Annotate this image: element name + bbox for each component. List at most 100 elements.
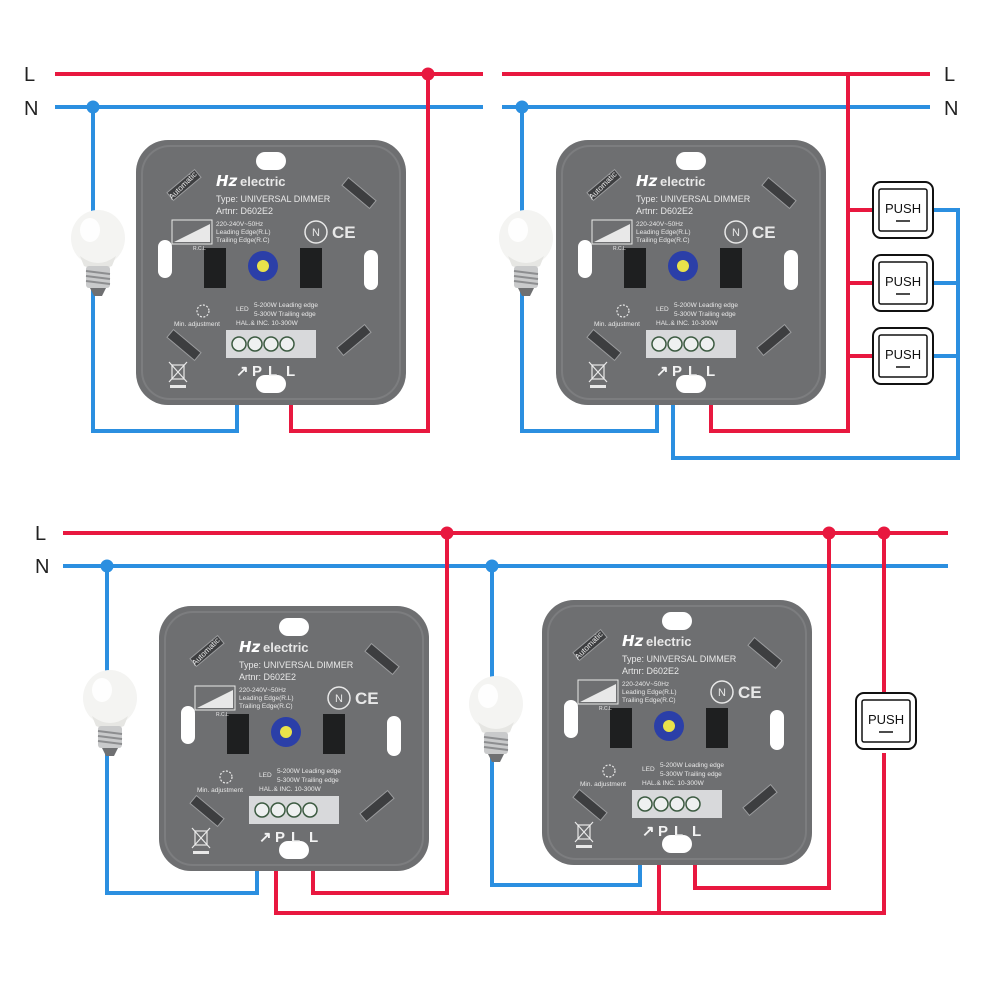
rcl-label: R.C.L xyxy=(216,712,229,718)
bulb-shape xyxy=(468,675,524,763)
brand-name: electric xyxy=(240,174,286,189)
type-line: Type: UNIVERSAL DIMMER xyxy=(636,194,751,204)
live-label: L xyxy=(35,523,46,545)
terminal-label: P xyxy=(275,829,285,846)
terminal-label: ↗ xyxy=(656,363,669,380)
load-leading: 5-200W Leading edge xyxy=(277,768,341,775)
terminal-label: L xyxy=(286,363,295,380)
terminal-label: P xyxy=(672,363,682,380)
brand-name: electric xyxy=(646,634,692,649)
load-trailing: 5-300W Trailing edge xyxy=(277,777,339,784)
push-label: PUSH xyxy=(885,274,921,289)
ce-mark: CE xyxy=(355,689,379,708)
min-adjustment-label: Min. adjustment xyxy=(594,321,640,328)
terminal-label: ↗ xyxy=(642,823,655,840)
load-halogen: HAL.& INC. 10-300W xyxy=(642,780,705,787)
spec-leading: Leading Edge(R.L) xyxy=(239,695,294,702)
terminal-label: ↗ xyxy=(259,829,272,846)
light-bulb-icon xyxy=(498,209,554,297)
min-adjustment-label: Min. adjustment xyxy=(197,787,243,794)
neutral-label: N xyxy=(24,98,38,120)
artnr-line: Artnr: D602E2 xyxy=(216,206,273,216)
type-line: Type: UNIVERSAL DIMMER xyxy=(622,654,737,664)
ce-mark: CE xyxy=(738,683,762,702)
terminal-label: L xyxy=(309,829,318,846)
brand-logo: Hz xyxy=(239,638,261,656)
junction-dot xyxy=(485,559,499,573)
load-leading: 5-200W Leading edge xyxy=(254,302,318,309)
terminal-label: L xyxy=(688,363,697,380)
min-adjustment-label: Min. adjustment xyxy=(580,781,626,788)
brand-logo: Hz xyxy=(216,172,238,190)
terminal-label: P xyxy=(658,823,668,840)
junction-dot xyxy=(100,559,114,573)
push-button[interactable]: PUSH xyxy=(855,692,917,750)
artnr-line: Artnr: D602E2 xyxy=(622,666,679,676)
push-button[interactable]: PUSH xyxy=(872,327,934,385)
push-label: PUSH xyxy=(868,712,904,727)
spec-trailing: Trailing Edge(R.C) xyxy=(622,697,676,704)
bulb-shape xyxy=(70,209,126,297)
artnr-line: Artnr: D602E2 xyxy=(636,206,693,216)
spec-voltage: 220-240V~50Hz xyxy=(216,221,263,228)
load-halogen: HAL.& INC. 10-300W xyxy=(236,320,299,327)
light-bulb-icon xyxy=(468,675,524,763)
terminal-label: L xyxy=(674,823,683,840)
light-bulb-icon xyxy=(70,209,126,297)
led-label: LED xyxy=(642,766,655,773)
brand-logo: Hz xyxy=(636,172,658,190)
load-leading: 5-200W Leading edge xyxy=(674,302,738,309)
brand-name: electric xyxy=(660,174,706,189)
junction-dot xyxy=(515,100,529,114)
load-leading: 5-200W Leading edge xyxy=(660,762,724,769)
ce-mark: CE xyxy=(752,223,776,242)
rcl-label: R.C.L xyxy=(599,706,612,712)
spec-leading: Leading Edge(R.L) xyxy=(636,229,691,236)
spec-voltage: 220-240V~50Hz xyxy=(239,687,286,694)
spec-leading: Leading Edge(R.L) xyxy=(622,689,677,696)
neutral-label: N xyxy=(944,98,958,120)
load-trailing: 5-300W Trailing edge xyxy=(660,771,722,778)
push-button[interactable]: PUSH xyxy=(872,254,934,312)
push-label: PUSH xyxy=(885,201,921,216)
live-label: L xyxy=(944,64,955,86)
load-trailing: 5-300W Trailing edge xyxy=(674,311,736,318)
bulb-shape xyxy=(82,669,138,757)
live-label: L xyxy=(24,64,35,86)
led-label: LED xyxy=(656,306,669,313)
push-button[interactable]: PUSH xyxy=(872,181,934,239)
cert-n-mark: N xyxy=(335,693,343,705)
junction-dot xyxy=(421,67,435,81)
artnr-line: Artnr: D602E2 xyxy=(239,672,296,682)
min-adjustment-label: Min. adjustment xyxy=(174,321,220,328)
terminal-label: L xyxy=(291,829,300,846)
brand-logo: Hz xyxy=(622,632,644,650)
led-label: LED xyxy=(259,772,272,779)
spec-leading: Leading Edge(R.L) xyxy=(216,229,271,236)
rcl-label: R.C.L xyxy=(193,246,206,252)
spec-trailing: Trailing Edge(R.C) xyxy=(636,237,690,244)
push-label: PUSH xyxy=(885,347,921,362)
type-line: Type: UNIVERSAL DIMMER xyxy=(239,660,354,670)
junction-dot xyxy=(86,100,100,114)
cert-n-mark: N xyxy=(718,687,726,699)
light-bulb-icon xyxy=(82,669,138,757)
terminal-label: P xyxy=(252,363,262,380)
cert-n-mark: N xyxy=(312,227,320,239)
spec-voltage: 220-240V~50Hz xyxy=(636,221,683,228)
bulb-shape xyxy=(498,209,554,297)
cert-n-mark: N xyxy=(732,227,740,239)
load-halogen: HAL.& INC. 10-300W xyxy=(259,786,322,793)
terminal-label: ↗ xyxy=(236,363,249,380)
spec-trailing: Trailing Edge(R.C) xyxy=(239,703,293,710)
spec-trailing: Trailing Edge(R.C) xyxy=(216,237,270,244)
ce-mark: CE xyxy=(332,223,356,242)
terminal-label: L xyxy=(692,823,701,840)
neutral-label: N xyxy=(35,556,49,578)
rcl-label: R.C.L xyxy=(613,246,626,252)
